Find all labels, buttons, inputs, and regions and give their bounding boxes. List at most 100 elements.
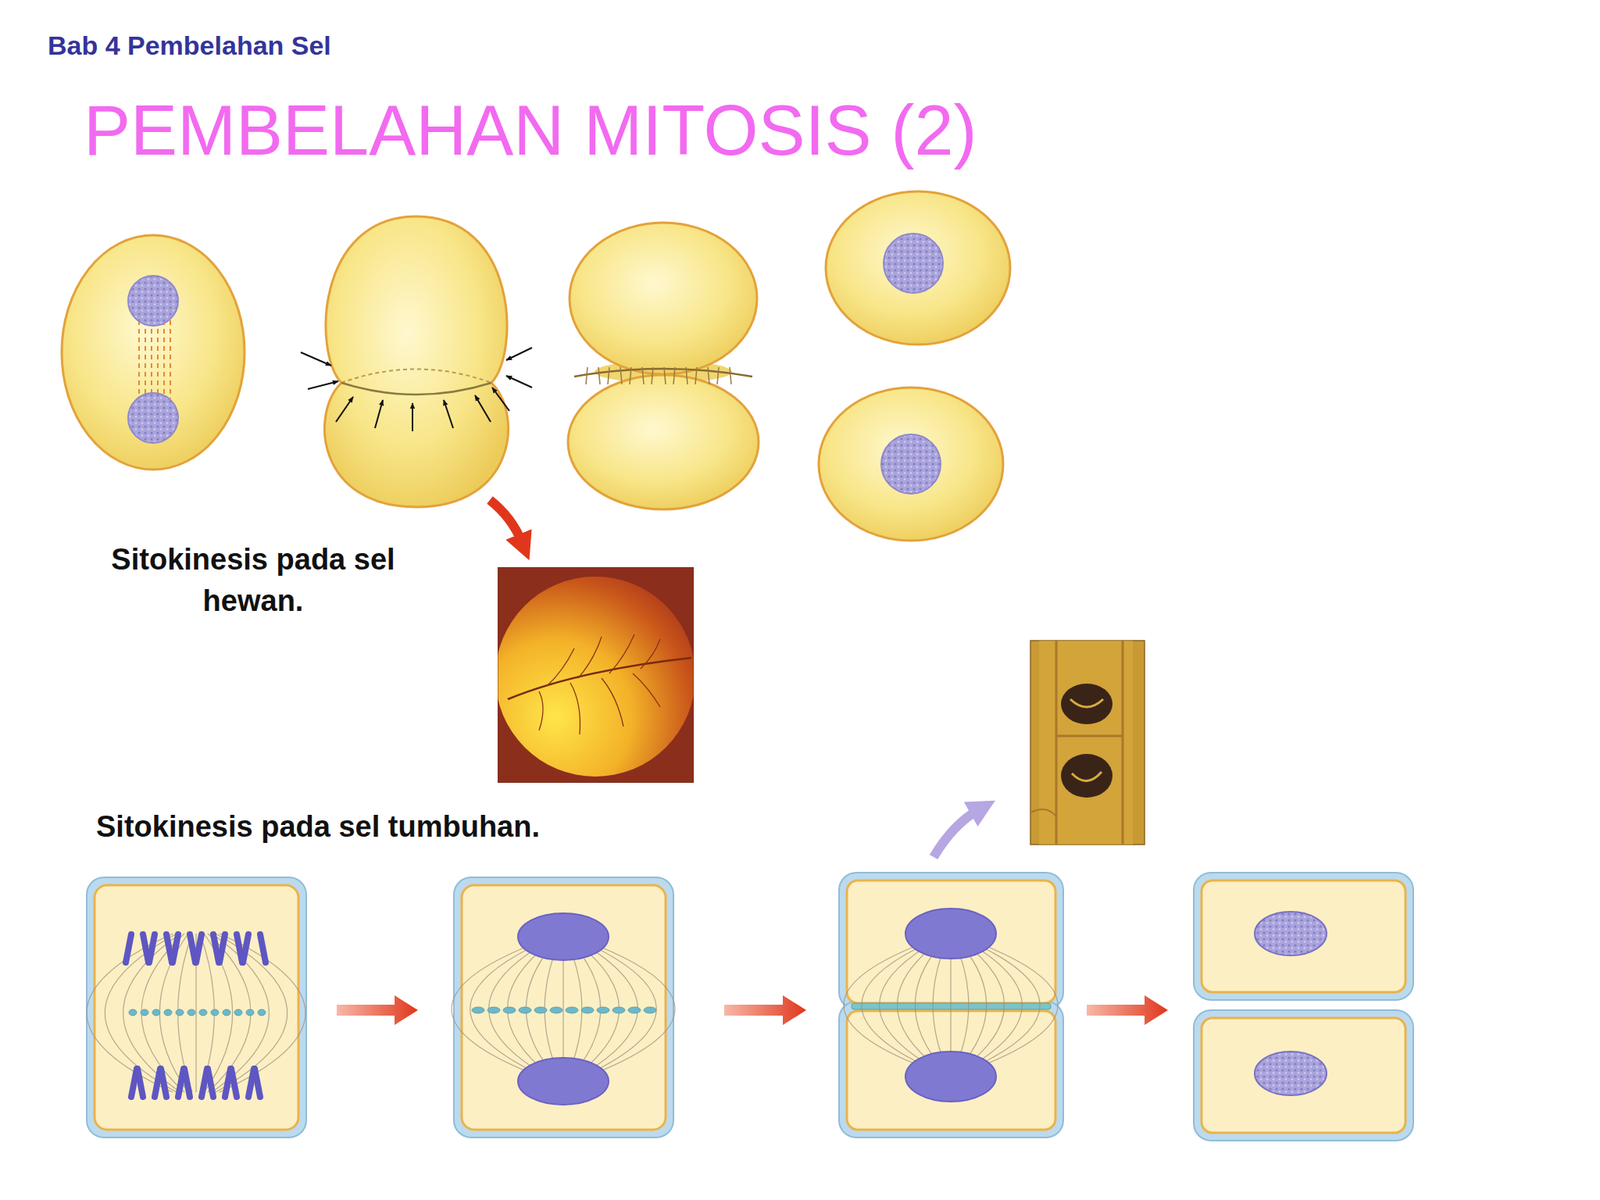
photo-cell xyxy=(497,576,694,777)
wrinkle xyxy=(651,367,654,385)
vesicle xyxy=(534,1007,547,1014)
arrow xyxy=(375,400,383,429)
wrinkle xyxy=(620,367,622,385)
chromosomes xyxy=(125,934,266,1097)
cell-membrane xyxy=(324,216,508,508)
vesicle xyxy=(581,1007,594,1014)
spindle-fiber xyxy=(932,941,947,1069)
chromosome-mass xyxy=(1060,753,1113,798)
vesicle xyxy=(140,1009,149,1016)
wrinkle xyxy=(707,367,710,385)
crease xyxy=(570,682,581,735)
chromosome-gap xyxy=(1070,699,1104,782)
wrinkle xyxy=(598,367,600,385)
chromosome xyxy=(219,934,225,963)
vesicle xyxy=(565,1007,579,1014)
daughter-lobe xyxy=(567,375,759,510)
nucleus xyxy=(517,1057,609,1105)
cell-wall xyxy=(453,877,674,1138)
spindle-fiber xyxy=(582,941,657,1077)
spindle-fiber xyxy=(962,941,1005,1069)
daughter-cell xyxy=(825,191,1011,345)
vesicle xyxy=(246,1009,254,1016)
vesicle xyxy=(187,1009,196,1016)
wrinkle xyxy=(673,367,675,385)
force-arrows xyxy=(300,347,533,432)
spindle-fiber xyxy=(861,941,932,1069)
nucleus xyxy=(905,908,997,959)
nucleus xyxy=(905,1051,997,1102)
vesicle xyxy=(487,1007,500,1014)
nucleus xyxy=(128,275,179,326)
crease xyxy=(609,634,635,674)
vesicle xyxy=(643,1007,657,1014)
chromosome xyxy=(137,1068,143,1097)
spindle-fibers xyxy=(139,320,171,399)
vesicle xyxy=(471,1007,485,1014)
chromosome xyxy=(231,1068,237,1097)
spindle-fiber xyxy=(950,941,951,1069)
daughter-cell xyxy=(818,387,1004,541)
cell-membrane xyxy=(1201,880,1406,993)
vesicle xyxy=(612,1007,625,1014)
chromosome xyxy=(196,934,202,963)
vesicle xyxy=(550,1007,563,1014)
vesicle xyxy=(518,1007,532,1014)
step-arrow xyxy=(336,995,418,1025)
chromosome xyxy=(160,1068,167,1097)
wrinkle xyxy=(642,367,644,385)
spindle-fiber xyxy=(211,933,269,1093)
crease xyxy=(601,678,624,727)
spindle-fiber xyxy=(470,941,544,1077)
crease xyxy=(539,691,543,731)
chromosome-mass xyxy=(1060,683,1113,725)
spindle-fiber xyxy=(138,320,140,399)
cell-membrane xyxy=(94,885,299,1130)
photo-frame xyxy=(497,567,694,783)
arrow xyxy=(506,347,533,361)
plant-cell xyxy=(1193,872,1414,1141)
nucleus xyxy=(1254,1051,1327,1096)
cell-wall xyxy=(86,877,307,1138)
spindle-fiber xyxy=(966,941,1022,1069)
vesicle xyxy=(628,1007,641,1014)
animal-cell xyxy=(567,222,759,510)
wrinkle xyxy=(695,367,697,385)
micrograph xyxy=(1030,640,1145,845)
wrinkle xyxy=(585,367,588,385)
spindle-fiber xyxy=(169,320,172,399)
spindle-fiber xyxy=(914,941,943,1069)
vesicle xyxy=(503,1007,516,1014)
chromosome xyxy=(207,1068,214,1097)
chromosome xyxy=(125,934,132,963)
vesicle xyxy=(152,1009,161,1016)
chapter-header: Bab 4 Pembelahan Sel xyxy=(47,27,332,65)
cell-wall-lines xyxy=(1030,809,1057,817)
plant-cell xyxy=(839,872,1064,1138)
vesicle xyxy=(199,1009,208,1016)
crease xyxy=(640,639,661,669)
cleavage-furrow xyxy=(341,369,492,384)
wrinkle xyxy=(717,367,719,385)
arrow xyxy=(307,381,339,390)
animal-cell xyxy=(61,235,245,470)
spindle-fiber xyxy=(970,941,1040,1069)
crease xyxy=(578,636,602,679)
spindle-fiber xyxy=(974,941,1058,1069)
spindle-fiber xyxy=(954,941,969,1069)
chromosome xyxy=(254,1068,261,1097)
cell-wall-lines xyxy=(1056,640,1123,845)
photo-creases xyxy=(539,634,661,735)
vesicle xyxy=(175,1009,184,1016)
pointer-arrow xyxy=(933,810,979,858)
cell-membrane xyxy=(461,885,666,1130)
nuclei xyxy=(517,908,1327,1105)
wrinkle xyxy=(629,367,632,385)
photo-furrow xyxy=(507,657,692,700)
chromosome xyxy=(260,934,266,963)
spindle-fiber xyxy=(163,320,165,399)
vesicle xyxy=(222,1009,231,1016)
cleavage-furrow xyxy=(341,382,492,395)
